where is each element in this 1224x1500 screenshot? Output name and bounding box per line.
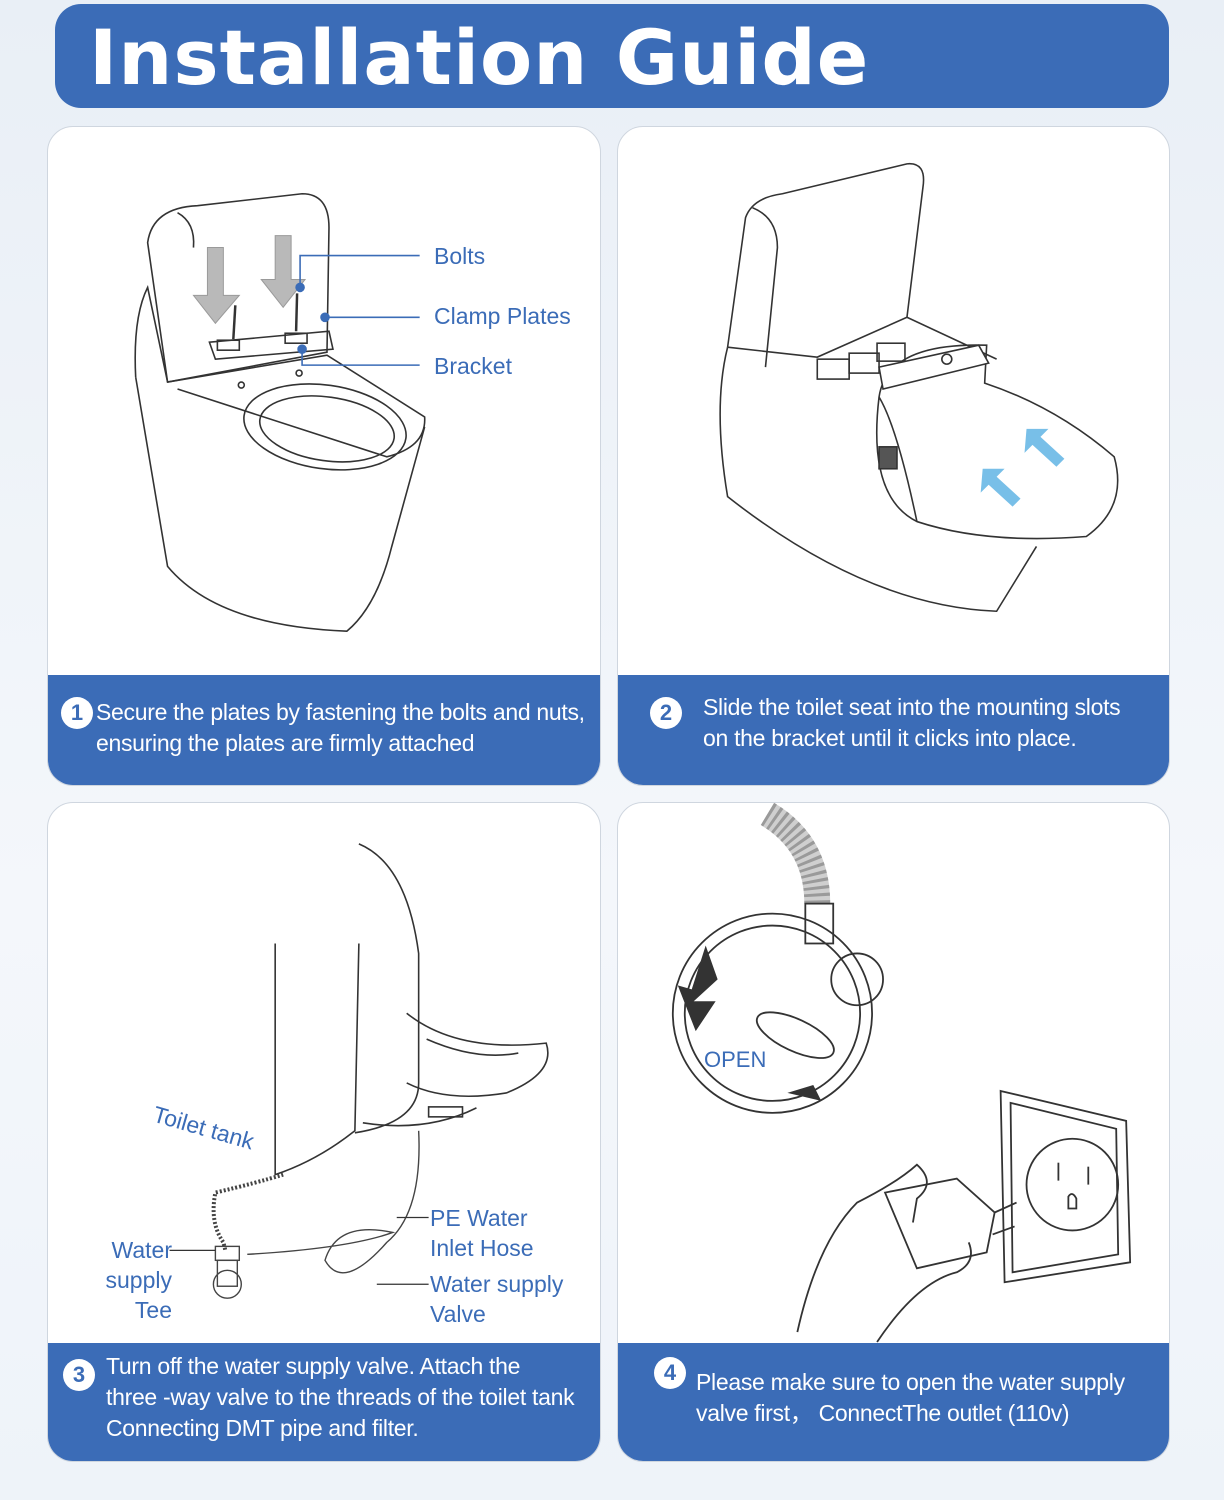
step-2-caption: 2 Slide the toilet seat into the mountin… [618,675,1169,785]
toilet-seat-slide-illustration [719,163,1119,613]
step-1-number: 1 [61,697,93,729]
clamp-plates-label: Clamp Plates [434,303,571,329]
step-1-caption: 1 Secure the plates by fastening the bol… [48,675,600,785]
bracket-label: Bracket [434,353,512,379]
water-supply-valve-label: Water supply Valve [430,1271,564,1327]
step-4-number: 4 [654,1357,686,1389]
bolts-label: Bolts [434,243,486,269]
step-2-number: 2 [650,697,682,729]
step-3-number: 3 [63,1359,95,1391]
step-4-panel: OPEN 4 Please make sure to open the wate… [617,802,1170,1462]
step-3-text: Turn off the water supply valve. Attach … [106,1353,575,1441]
valve-and-outlet-illustration [671,803,1132,1343]
step-3-panel: Toilet tank Water supply Tee PE Water In… [47,802,601,1462]
step-2-text: Slide the toilet seat into the mounting … [703,694,1121,751]
step-1-panel: Bolts Clamp Plates Bracket 1 Secure the … [47,126,601,786]
open-label: OPEN [704,1047,767,1072]
water-supply-tee-label: Water supply Tee [105,1237,172,1323]
step-4-caption: 4 Please make sure to open the water sup… [618,1343,1169,1461]
page-title: Installation Guide [89,13,870,102]
step-3-caption: 3 Turn off the water supply valve. Attac… [48,1343,600,1461]
step-2-panel: 2 Slide the toilet seat into the mountin… [617,126,1170,786]
step-1-text: Secure the plates by fastening the bolts… [96,699,585,756]
pe-water-inlet-hose-label: PE Water Inlet Hose [430,1205,534,1261]
step-4-text: Please make sure to open the water suppl… [696,1369,1125,1426]
toilet-bracket-illustration [134,192,426,632]
water-supply-illustration [169,843,549,1299]
header-banner: Installation Guide [55,4,1169,108]
